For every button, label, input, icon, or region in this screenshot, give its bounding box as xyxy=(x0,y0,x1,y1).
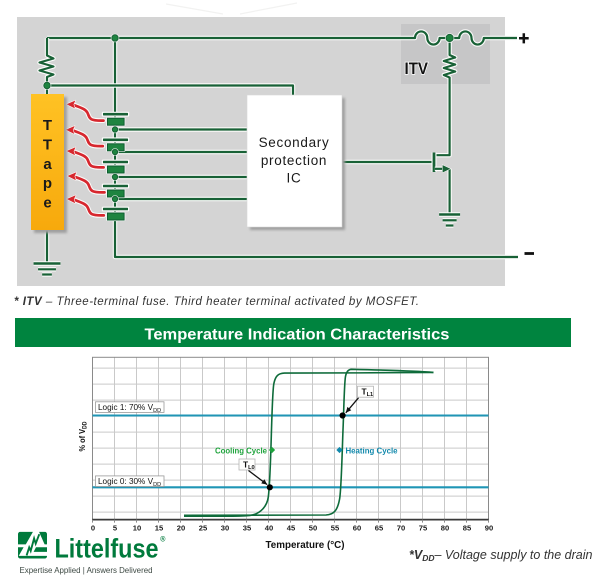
svg-text:IC: IC xyxy=(287,171,302,186)
svg-text:Secondary: Secondary xyxy=(259,135,330,150)
svg-text:Littelfuse: Littelfuse xyxy=(55,534,159,564)
svg-text:* ITV – Three-terminal fuse. T: * ITV – Three-terminal fuse. Third heate… xyxy=(14,296,419,308)
svg-text:0: 0 xyxy=(91,524,95,533)
svg-text:50: 50 xyxy=(309,524,317,533)
svg-text:85: 85 xyxy=(463,524,472,533)
svg-text:% of VDD: % of VDD xyxy=(77,421,88,452)
svg-text:35: 35 xyxy=(243,524,252,533)
svg-text:45: 45 xyxy=(287,524,296,533)
svg-text:Logic 0: 30% VDD: Logic 0: 30% VDD xyxy=(98,477,161,488)
svg-text:15: 15 xyxy=(155,524,164,533)
svg-text:65: 65 xyxy=(375,524,384,533)
svg-text:90: 90 xyxy=(485,524,493,533)
svg-text:protection: protection xyxy=(261,153,327,168)
svg-text:70: 70 xyxy=(397,524,405,533)
svg-text:Temperature Indication Charact: Temperature Indication Characteristics xyxy=(145,327,450,344)
svg-text:60: 60 xyxy=(353,524,361,533)
svg-text:Heating Cycle: Heating Cycle xyxy=(346,445,398,455)
svg-text:55: 55 xyxy=(331,524,340,533)
svg-text:Expertise Applied | Answers De: Expertise Applied | Answers Delivered xyxy=(20,565,153,575)
svg-text:*VDD– Voltage supply to the dr: *VDD– Voltage supply to the drain xyxy=(409,548,593,563)
svg-text:T: T xyxy=(43,137,52,154)
svg-text:20: 20 xyxy=(177,524,185,533)
svg-text:40: 40 xyxy=(265,524,273,533)
svg-text:TL0: TL0 xyxy=(243,459,255,471)
svg-text:5: 5 xyxy=(113,524,118,533)
svg-text:®: ® xyxy=(160,536,166,544)
svg-text:25: 25 xyxy=(199,524,208,533)
svg-text:ITV: ITV xyxy=(405,59,429,78)
svg-text:Cooling Cycle: Cooling Cycle xyxy=(215,445,267,455)
svg-text:80: 80 xyxy=(441,524,449,533)
svg-text:75: 75 xyxy=(419,524,428,533)
svg-text:Temperature (°C): Temperature (°C) xyxy=(266,540,345,551)
svg-text:TL1: TL1 xyxy=(362,387,374,399)
svg-text:e: e xyxy=(43,195,51,212)
svg-text:Logic 1: 70% VDD: Logic 1: 70% VDD xyxy=(98,403,161,414)
svg-text:T: T xyxy=(43,117,52,134)
svg-text:30: 30 xyxy=(221,524,229,533)
svg-text:10: 10 xyxy=(133,524,141,533)
svg-text:a: a xyxy=(43,156,52,173)
svg-text:p: p xyxy=(43,175,52,192)
